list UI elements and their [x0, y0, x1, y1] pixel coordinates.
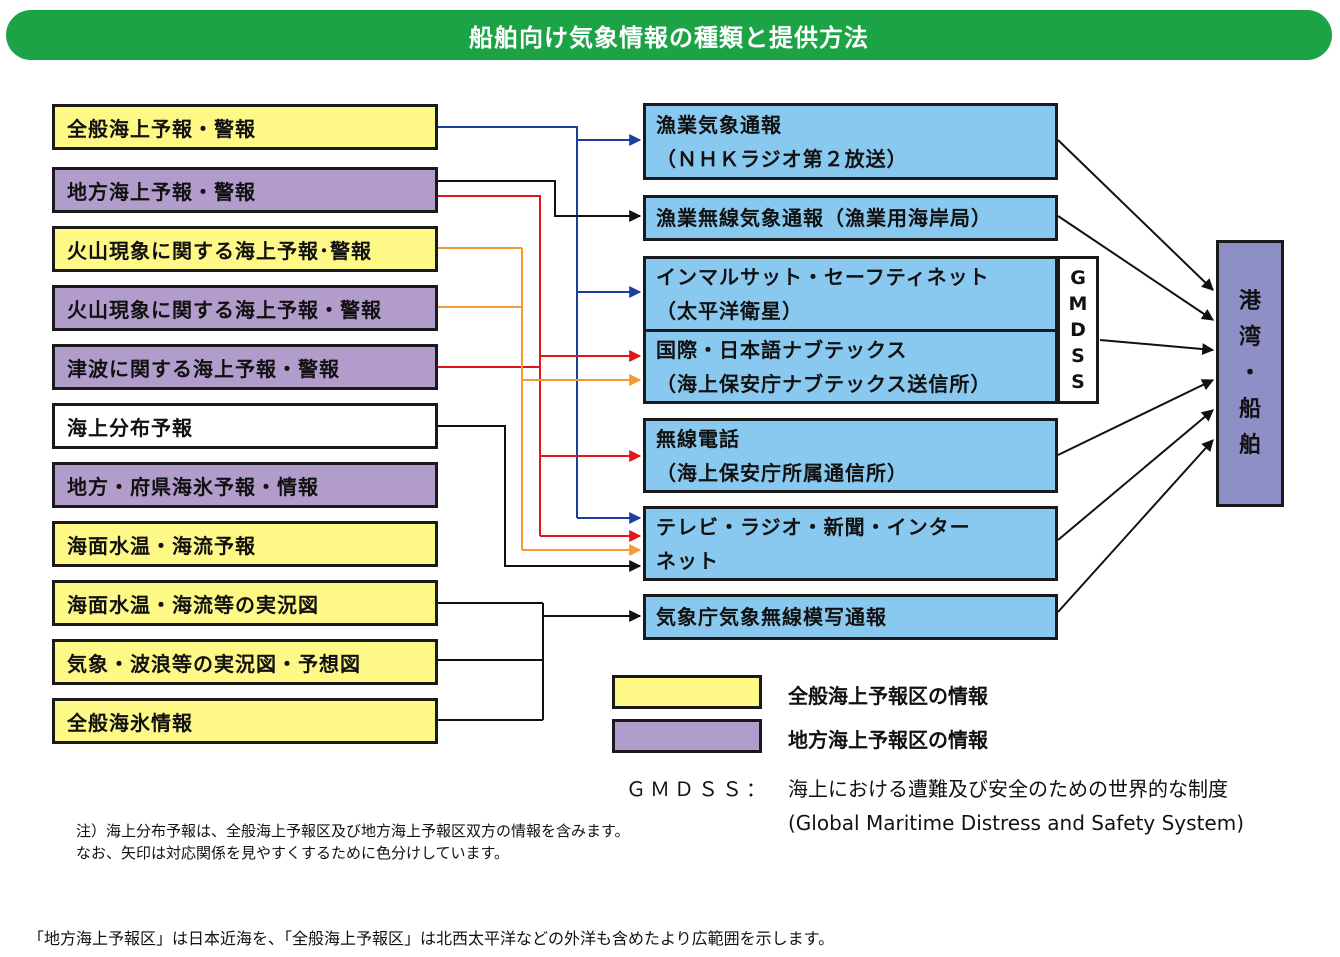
port-char: ・ [1238, 360, 1261, 386]
dest-line2: （海上保安庁ナブテックス送信所） [656, 371, 992, 396]
dest-fishery-radio: 漁業無線気象通報（漁業用海岸局） [643, 195, 1058, 241]
legend-yellow-label: 全般海上予報区の情報 [788, 684, 988, 708]
dest-line1: 無線電話 [656, 426, 740, 451]
dest-line2: ネット [656, 548, 719, 573]
port-char: 湾 [1238, 324, 1261, 350]
note-line1: 注）海上分布予報は、全般海上予報区及び地方海上予報区双方の情報を含みます。 [76, 822, 630, 840]
legend-yellow-swatch [612, 675, 762, 709]
source-local-marine-forecast: 地方海上予報・警報 [52, 167, 438, 213]
note-line2: なお、矢印は対応関係を見やすくするために色分けしています。 [76, 844, 510, 862]
dest-fishery-weather-broadcast: 漁業気象通報 （ＮＨＫラジオ第２放送） [643, 103, 1058, 180]
blue-connectors [438, 126, 642, 524]
dest-line1: インマルサット・セーフティネット [656, 265, 990, 289]
port-char: 舶 [1238, 432, 1261, 458]
dest-inmarsat: インマルサット・セーフティネット （太平洋衛星） [643, 256, 1058, 332]
source-sea-ice-local: 地方・府県海氷予報・情報 [52, 462, 438, 508]
dest-line1: 気象庁気象無線模写通報 [656, 605, 887, 629]
gmdss-letter: S [1071, 345, 1085, 367]
orange-connectors [438, 247, 642, 556]
legend-purple-swatch [612, 719, 762, 753]
black-connectors [438, 139, 1215, 721]
source-distribution-forecast: 海上分布予報 [52, 403, 438, 449]
dest-navtex: 国際・日本語ナブテックス （海上保安庁ナブテックス送信所） [643, 329, 1058, 404]
dest-radio-telephone: 無線電話 （海上保安庁所属通信所） [643, 418, 1058, 493]
gmdss-letter: D [1070, 319, 1086, 341]
source-volcano-local: 火山現象に関する海上予報・警報 [52, 285, 438, 331]
dest-line2: （太平洋衛星） [656, 299, 803, 323]
gmdss-label: G M D S S [1057, 256, 1099, 404]
dest-line1: テレビ・ラジオ・新聞・インター [656, 514, 971, 539]
gmdss-desc-ja: 海上における遭難及び安全のための世界的な制度 [788, 777, 1228, 801]
dest-line1: 国際・日本語ナブテックス [656, 337, 908, 362]
source-sst-current-forecast: 海面水温・海流予報 [52, 521, 438, 567]
dest-tv-radio-newspaper-internet: テレビ・ラジオ・新聞・インター ネット [643, 506, 1058, 581]
port-char: 港 [1238, 288, 1261, 314]
gmdss-letter: S [1071, 371, 1085, 393]
dest-line2: （海上保安庁所属通信所） [656, 460, 908, 485]
port-char: 船 [1238, 396, 1261, 422]
source-general-marine-forecast: 全般海上予報・警報 [52, 104, 438, 150]
gmdss-letter: M [1068, 293, 1088, 315]
port-ship-box: 港 湾 ・ 船 舶 [1216, 240, 1284, 507]
dest-line1: 漁業気象通報 [656, 112, 782, 137]
gmdss-desc-en: (Global Maritime Distress and Safety Sys… [788, 811, 1244, 835]
source-weather-wave-chart: 気象・波浪等の実況図・予想図 [52, 639, 438, 685]
legend-gmdss-key: ＧＭＤＳＳ： [626, 777, 770, 801]
red-connectors [438, 195, 642, 542]
source-volcano-general: 火山現象に関する海上予報･警報 [52, 226, 438, 272]
diagram-title: 船舶向け気象情報の種類と提供方法 [6, 10, 1332, 60]
legend-purple-label: 地方海上予報区の情報 [788, 728, 988, 752]
source-sea-ice-general: 全般海氷情報 [52, 698, 438, 744]
legend-gmdss-description: 海上における遭難及び安全のための世界的な制度 (Global Maritime … [788, 772, 1244, 840]
dest-line1: 漁業無線気象通報（漁業用海岸局） [656, 206, 992, 230]
note: 注）海上分布予報は、全般海上予報区及び地方海上予報区双方の情報を含みます。 なお… [76, 820, 630, 864]
source-sst-analysis-chart: 海面水温・海流等の実況図 [52, 580, 438, 626]
dest-jma-radio-facsimile: 気象庁気象無線模写通報 [643, 594, 1058, 640]
gmdss-letter: G [1070, 267, 1086, 289]
source-tsunami: 津波に関する海上予報・警報 [52, 344, 438, 390]
footer-text: 「地方海上予報区」は日本近海を、「全般海上予報区」は北西太平洋などの外洋も含めた… [28, 929, 835, 948]
dest-line2: （ＮＨＫラジオ第２放送） [656, 146, 908, 171]
